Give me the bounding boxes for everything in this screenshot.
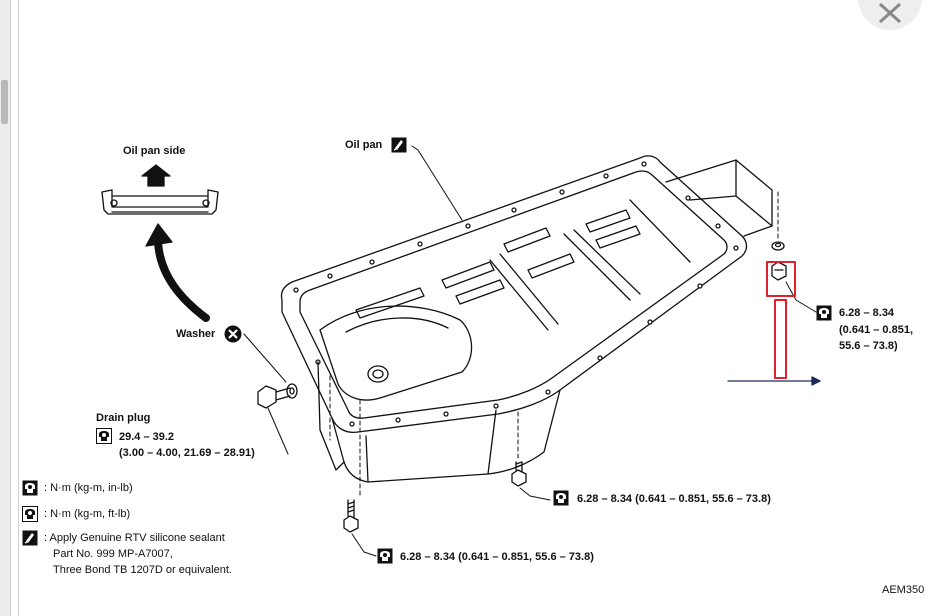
sealant-icon xyxy=(391,137,407,153)
highlight-marker xyxy=(766,261,796,379)
right-bolt-alt-2: 55.6 – 73.8) xyxy=(839,340,898,352)
torque-ft-lb-icon xyxy=(96,428,112,444)
drain-plug-label: Drain plug xyxy=(96,412,151,424)
drain-torque: 29.4 – 39.2 xyxy=(119,431,175,443)
torque-in-lb-icon xyxy=(553,490,569,506)
do-not-reuse-icon xyxy=(224,325,242,343)
mid-bolt xyxy=(511,461,527,487)
figure-code: AEM350 xyxy=(882,584,925,596)
drain-torque-alt: (3.00 – 4.00, 21.69 – 28.91) xyxy=(119,447,255,459)
close-icon xyxy=(878,2,902,24)
torque-in-lb-icon xyxy=(22,480,38,496)
legend-sealant-2: Part No. 999 MP-A7007, xyxy=(53,548,173,560)
oil-pan xyxy=(280,155,773,483)
oil-pan-side-label: Oil pan side xyxy=(123,145,186,157)
oil-pan-label: Oil pan xyxy=(345,139,383,151)
right-bolt-alt-1: (0.641 – 0.851, xyxy=(839,324,914,336)
torque-in-lb-icon xyxy=(816,305,832,321)
torque-ft-lb-icon xyxy=(22,506,38,522)
window-scrollbar[interactable] xyxy=(0,0,11,616)
leader-lines xyxy=(243,145,817,557)
washer-label: Washer xyxy=(176,328,216,340)
sealant-icon xyxy=(22,530,38,546)
pointer-arrow xyxy=(727,376,821,386)
mid-bolt-torque: 6.28 – 8.34 (0.641 – 0.851, 55.6 – 73.8) xyxy=(577,493,771,505)
drain-plug xyxy=(257,383,298,409)
scrollbar-thumb[interactable] xyxy=(1,80,8,124)
bottom-bolt xyxy=(343,499,359,533)
bottom-bolt-torque: 6.28 – 8.34 (0.641 – 0.851, 55.6 – 73.8) xyxy=(400,551,594,563)
curved-arrow xyxy=(145,223,210,322)
legend-sealant-1: : Apply Genuine RTV silicone sealant xyxy=(44,532,225,544)
viewer-border xyxy=(18,0,19,616)
torque-in-lb-icon xyxy=(377,548,393,564)
legend-nm-ftlb: : N·m (kg-m, ft-lb) xyxy=(44,508,131,520)
gasket-cross-section xyxy=(101,164,219,215)
right-bolt-torque: 6.28 – 8.34 xyxy=(839,307,895,319)
close-button[interactable] xyxy=(858,0,922,30)
legend-sealant-3: Three Bond TB 1207D or equivalent. xyxy=(53,564,232,576)
legend-nm-inlb: : N·m (kg-m, in-lb) xyxy=(44,482,133,494)
